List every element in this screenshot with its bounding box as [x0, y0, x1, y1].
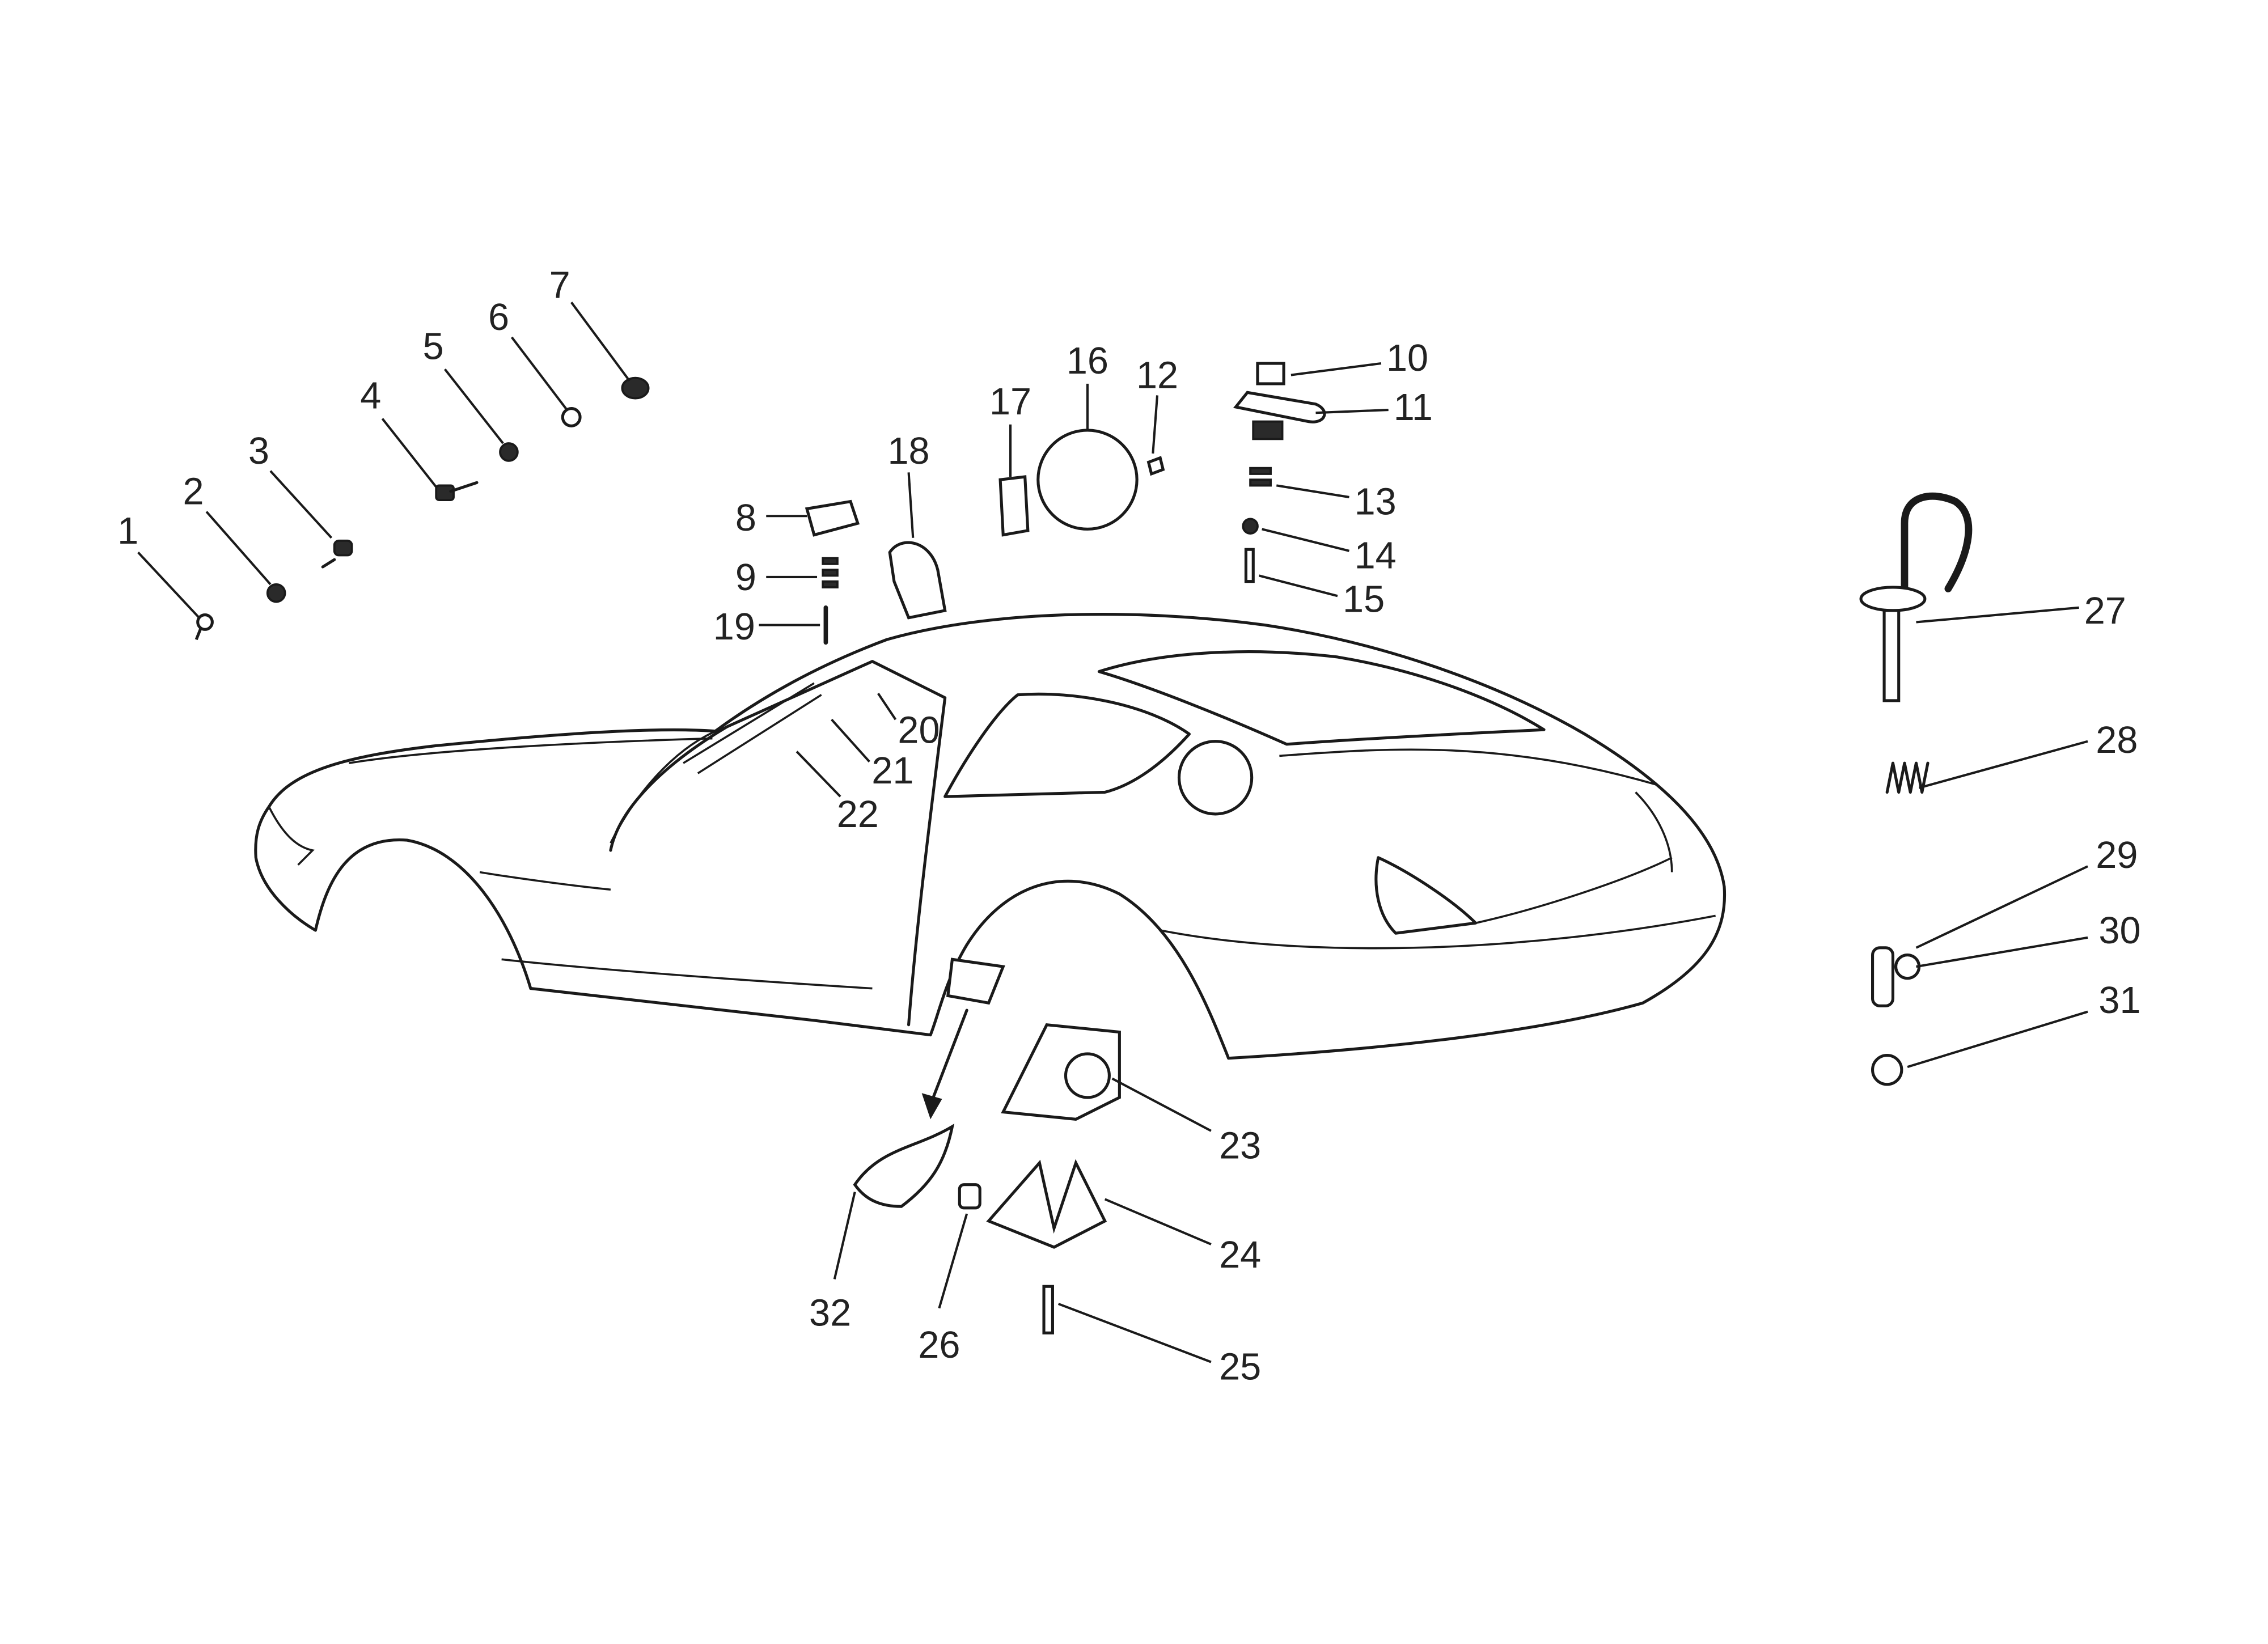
- leader-lines: [137, 302, 2088, 1363]
- callout-7: 7: [549, 265, 570, 307]
- callout-10: 10: [1386, 337, 1428, 379]
- part-drawings: [194, 362, 1973, 1334]
- callout-21: 21: [871, 750, 913, 792]
- callout-27: 27: [2084, 590, 2126, 632]
- callout-23: 23: [1219, 1125, 1261, 1167]
- callout-22: 22: [837, 794, 879, 836]
- callout-12: 12: [1136, 355, 1178, 397]
- callout-29: 29: [2096, 834, 2138, 876]
- callout-16: 16: [1067, 340, 1108, 382]
- callout-14: 14: [1355, 535, 1397, 577]
- callout-19: 19: [713, 606, 755, 648]
- callout-labels: 1 2 3 4 5 6 7 8 9 10 11 12 13 14 15 16 1…: [117, 265, 2140, 1388]
- callout-18: 18: [887, 430, 929, 472]
- callout-30: 30: [2098, 910, 2140, 952]
- callout-2: 2: [183, 471, 204, 513]
- callout-32: 32: [809, 1292, 851, 1334]
- callout-13: 13: [1355, 481, 1397, 523]
- callout-9: 9: [735, 557, 756, 599]
- car-body-outline: [254, 612, 1727, 1060]
- callout-4: 4: [360, 375, 381, 417]
- callout-6: 6: [488, 296, 509, 338]
- callout-8: 8: [735, 497, 756, 539]
- callout-26: 26: [918, 1324, 960, 1366]
- callout-5: 5: [423, 325, 444, 367]
- callout-17: 17: [989, 381, 1031, 423]
- callout-20: 20: [898, 709, 940, 751]
- callout-15: 15: [1343, 578, 1385, 620]
- callout-31: 31: [2098, 980, 2140, 1022]
- callout-25: 25: [1219, 1346, 1261, 1388]
- callout-3: 3: [248, 430, 269, 472]
- callout-28: 28: [2096, 719, 2138, 761]
- callout-24: 24: [1219, 1234, 1261, 1276]
- callout-11: 11: [1394, 387, 1433, 429]
- callout-1: 1: [117, 510, 138, 552]
